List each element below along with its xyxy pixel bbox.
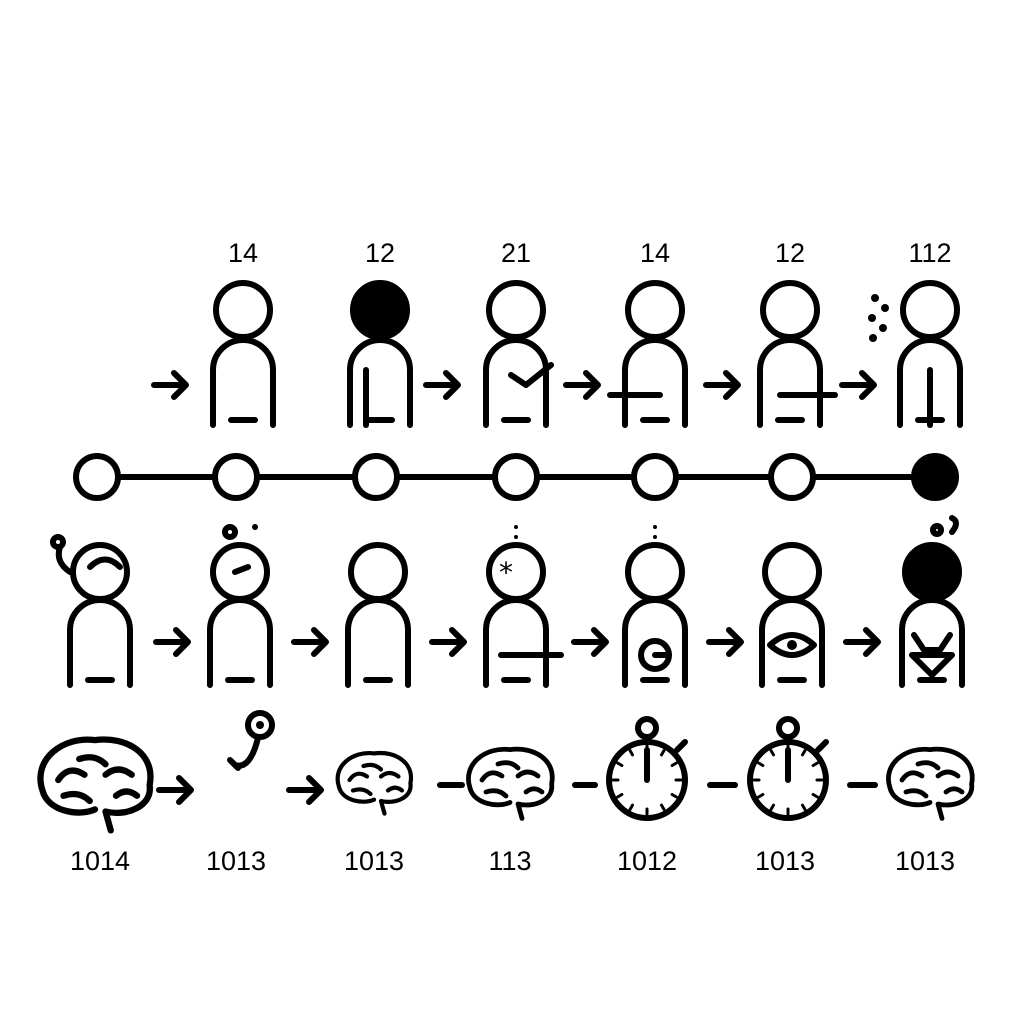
- stopwatch-icon: [606, 716, 688, 821]
- arrow-icon: [571, 627, 609, 657]
- timeline: [73, 453, 959, 501]
- arrow-icon: [151, 370, 189, 400]
- bottom-label: 1013: [755, 846, 815, 876]
- person-icon-plain: [345, 542, 411, 688]
- timeline-node: [631, 453, 679, 501]
- timeline-node-filled: [911, 453, 959, 501]
- person-icon-gauge: [622, 525, 688, 688]
- bottom-label: 1012: [617, 846, 677, 876]
- timeline-node: [768, 453, 816, 501]
- asterisk-icon: *: [499, 556, 513, 589]
- timeline-node: [212, 453, 260, 501]
- person-icon-eye: [759, 542, 825, 688]
- timeline-node: [352, 453, 400, 501]
- arrow-icon: [156, 775, 194, 805]
- top-labels: 14 12 21 14 12 112: [228, 238, 952, 268]
- top-label: 21: [501, 238, 531, 268]
- arrow-icon: [286, 775, 324, 805]
- bottom-label: 1013: [344, 846, 404, 876]
- top-label: 14: [640, 238, 670, 268]
- brain-icon: [37, 736, 154, 834]
- person-icon-right-arm: [757, 280, 838, 428]
- top-figures: [151, 280, 963, 428]
- arrow-icon: [703, 370, 741, 400]
- person-icon-dots-above: [207, 524, 273, 688]
- top-label: 12: [365, 238, 395, 268]
- person-icon-plain: [347, 280, 413, 428]
- bottom-icons: [37, 710, 975, 834]
- timeline-node: [492, 453, 540, 501]
- bottom-label: 113: [488, 846, 531, 876]
- person-icon-check-arm: [483, 280, 554, 428]
- person-icon-left-arm: [607, 280, 688, 428]
- arrow-icon: [843, 627, 881, 657]
- bottom-label: 1013: [895, 846, 955, 876]
- bottom-label: 1013: [206, 846, 266, 876]
- top-label: 12: [775, 238, 805, 268]
- arrow-icon: [423, 370, 461, 400]
- arrow-icon: [429, 627, 467, 657]
- brain-icon: [886, 746, 975, 821]
- person-icon-asterisk-arm: *: [483, 525, 564, 688]
- arrow-icon: [839, 370, 877, 400]
- stethoscope-icon: [227, 710, 275, 771]
- arrow-icon: [153, 627, 191, 657]
- person-icon-dots: [868, 280, 963, 428]
- brain-icon: [466, 746, 555, 821]
- arrow-icon: [706, 627, 744, 657]
- arrow-icon: [291, 627, 329, 657]
- bottom-labels: 1014 1013 1013 113 1012 1013 1013: [70, 846, 955, 876]
- person-icon-plain: [210, 280, 276, 428]
- middle-figures: *: [50, 515, 965, 688]
- person-icon-shield: [899, 515, 965, 688]
- top-label: 112: [908, 238, 951, 268]
- timeline-node: [73, 453, 121, 501]
- bottom-label: 1014: [70, 846, 130, 876]
- brain-icon: [335, 750, 414, 816]
- arrow-icon: [563, 370, 601, 400]
- person-icon-waving: [50, 534, 133, 688]
- top-label: 14: [228, 238, 258, 268]
- stopwatch-icon: [747, 716, 829, 821]
